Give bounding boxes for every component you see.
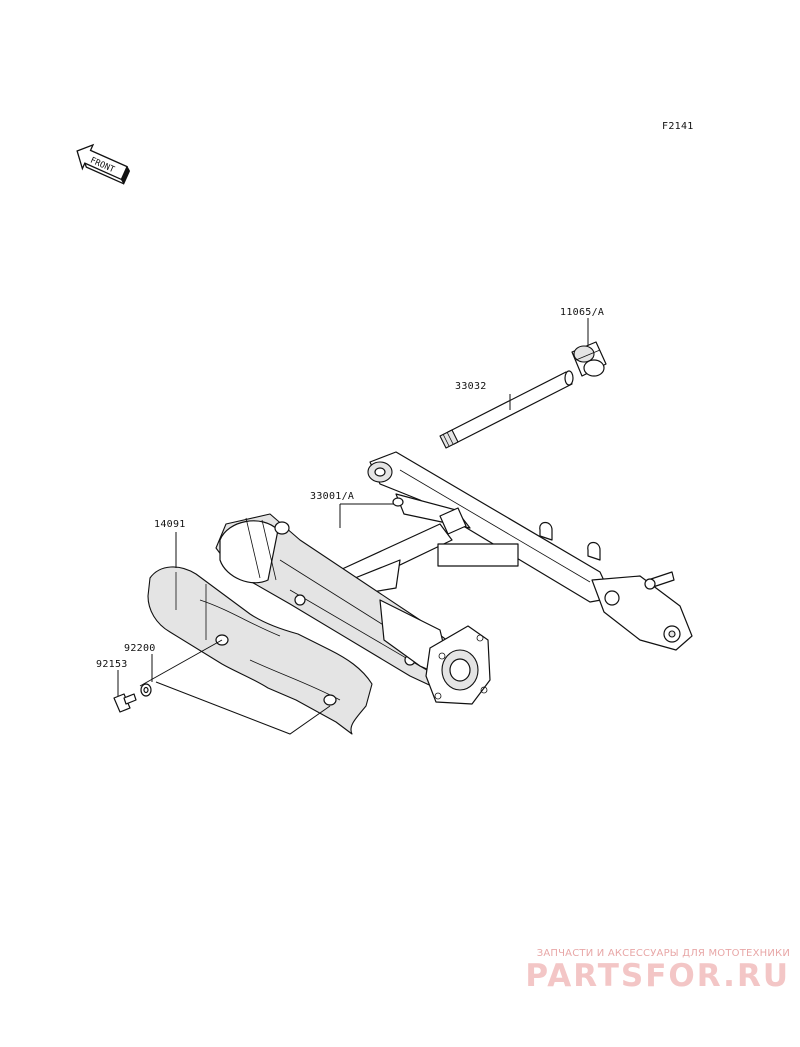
label-guard: 14091 [154,519,186,530]
watermark-tagline: ЗАПЧАСТИ И АКСЕССУАРЫ ДЛЯ МОТОТЕХНИКИ [536,948,790,959]
swingarm-part [215,451,693,705]
bolt-part [113,693,137,713]
collar-part [571,341,607,377]
front-arrow-icon: FRONT [76,143,131,185]
guard-part [147,566,373,735]
label-washer: 92200 [124,643,156,654]
watermark-brand-logo: PARTSFOR.RU [525,958,790,994]
label-swingarm: 33001/A [310,491,354,502]
figure-code: F2141 [662,121,694,132]
ref-line-lower [155,681,331,735]
label-bolt: 92153 [96,659,128,670]
label-pivot-shaft: 33032 [455,381,487,392]
label-collar: 11065/A [560,307,604,318]
washer-part [140,683,152,697]
watermark: ЗАПЧАСТИ И АКСЕССУАРЫ ДЛЯ МОТОТЕХНИКИ PA… [480,948,790,993]
ref-line-upper [139,639,223,687]
